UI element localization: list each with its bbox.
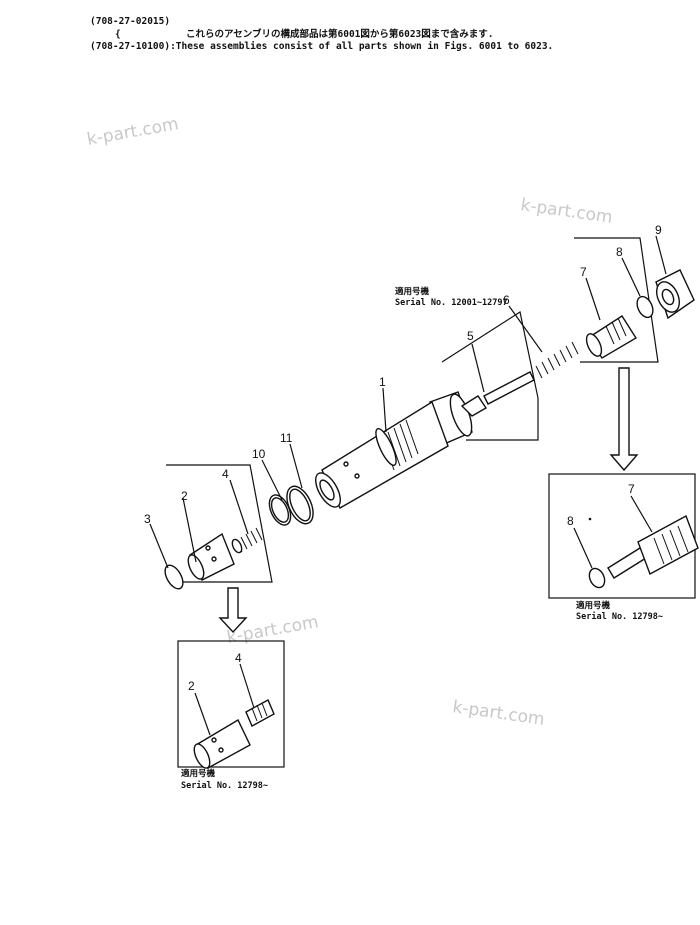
- callout-4-alt: 4: [235, 651, 242, 665]
- part-2-sleeve-alt: [193, 719, 251, 769]
- leader-lines: [149, 235, 667, 736]
- part-9-nut: [655, 269, 695, 320]
- watermark: k-part.com: [451, 697, 545, 730]
- part-11-o-ring-inner: [289, 488, 311, 522]
- callout-1: 1: [379, 375, 386, 389]
- part-8-o-ring: [636, 295, 654, 319]
- part-1-body: [315, 391, 473, 509]
- callout-9: 9: [655, 223, 662, 237]
- group-bracket-top: [441, 311, 539, 441]
- part-7-plug-alt: [607, 515, 699, 579]
- arrow-down-left: [218, 587, 248, 634]
- header-brace: {: [115, 29, 121, 40]
- part-2-sleeve: [187, 532, 235, 581]
- callout-10: 10: [252, 447, 266, 461]
- part-5-needle: [460, 371, 535, 417]
- header-part-no-1: (708-27-02015): [90, 16, 170, 27]
- header-english: (708-27-10100):These assemblies consist …: [90, 41, 553, 52]
- serial-bottom-jp: 適用号機: [181, 768, 216, 779]
- part-8-o-ring-alt: [588, 567, 606, 589]
- callout-8-alt: 8: [567, 514, 574, 528]
- part-6-spring: [535, 341, 579, 379]
- serial-top-en: Serial No. 12001~12797: [395, 297, 508, 308]
- part-4-plug-alt: [245, 699, 275, 727]
- part-10-o-ring-inner: [270, 497, 290, 523]
- inset-box-bottom: [177, 640, 285, 768]
- callout-2: 2: [181, 489, 188, 503]
- watermark: k-part.com: [85, 114, 180, 150]
- inset-box-right: [548, 473, 696, 599]
- watermark: k-part.com: [519, 195, 613, 228]
- serial-right-jp: 適用号機: [576, 600, 611, 611]
- serial-top-jp: 適用号機: [395, 286, 430, 297]
- callout-7-alt: 7: [628, 482, 635, 496]
- arrow-down-right: [609, 367, 639, 472]
- callout-3: 3: [144, 512, 151, 526]
- callout-5: 5: [467, 329, 474, 343]
- part-3-o-ring: [164, 564, 184, 590]
- part-7-plug: [585, 315, 637, 359]
- serial-right-en: Serial No. 12798~: [576, 611, 663, 622]
- callout-2-alt: 2: [188, 679, 195, 693]
- callout-7: 7: [580, 265, 587, 279]
- callout-6: 6: [503, 293, 510, 307]
- part-4-spring: [231, 527, 263, 554]
- dot-mark: [588, 517, 592, 521]
- callout-11: 11: [280, 431, 293, 445]
- header-japanese: これらのアセンブリの構成部品は第6001図から第6023図まで含みます.: [186, 28, 494, 40]
- callout-4: 4: [222, 467, 229, 481]
- callout-8: 8: [616, 245, 623, 259]
- group-bracket-left: [166, 464, 273, 583]
- serial-bottom-en: Serial No. 12798~: [181, 780, 268, 791]
